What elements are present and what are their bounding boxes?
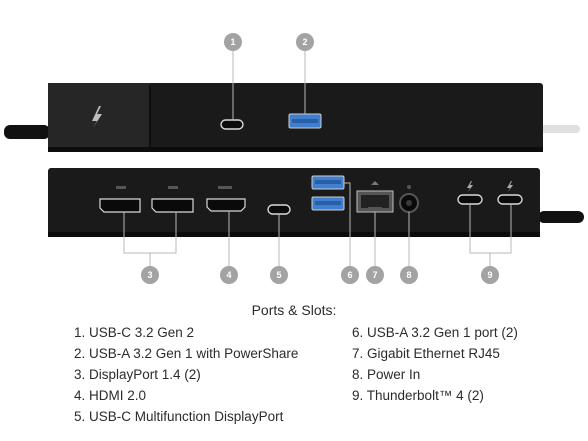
thunderbolt-icon xyxy=(92,106,102,128)
callout-1: 1 xyxy=(224,33,242,51)
cable-right-top xyxy=(540,125,580,133)
callout-4: 4 xyxy=(220,266,238,284)
dock-rear-view xyxy=(48,168,584,237)
dock-rear-body xyxy=(48,168,540,236)
legend-item: 2. USB-A 3.2 Gen 1 with PowerShare xyxy=(74,346,299,361)
legend-item: 9. Thunderbolt™ 4 (2) xyxy=(352,388,484,403)
usb-c-port-rear xyxy=(267,204,291,215)
product-illustration: 1 2 3 4 5 6 7 8 9 xyxy=(4,33,584,284)
callout-3: 3 xyxy=(141,266,159,284)
callout-2: 2 xyxy=(296,33,314,51)
legend-item: 1. USB-C 3.2 Gen 2 xyxy=(74,325,195,340)
cable-right-bottom xyxy=(538,211,584,223)
dock-front-view xyxy=(4,83,580,152)
legend-list-right: 6. USB-A 3.2 Gen 1 port (2) 7. Gigabit E… xyxy=(352,322,518,406)
legend-item: 7. Gigabit Ethernet RJ45 xyxy=(352,346,500,361)
callout-7: 7 xyxy=(366,266,384,284)
thunderbolt-port-1 xyxy=(457,194,483,205)
callout-5: 5 xyxy=(270,266,288,284)
cable-left-top xyxy=(4,125,50,139)
dock-diagram xyxy=(4,50,584,266)
hdmi-port xyxy=(206,198,246,212)
callout-6: 6 xyxy=(341,266,359,284)
legend-item: 3. DisplayPort 1.4 (2) xyxy=(74,367,201,382)
callout-9: 9 xyxy=(481,266,499,284)
legend-list-left: 1. USB-C 3.2 Gen 2 2. USB-A 3.2 Gen 1 wi… xyxy=(74,322,298,427)
legend-item: 5. USB-C Multifunction DisplayPort xyxy=(74,409,284,424)
displayport-port-1 xyxy=(99,198,141,213)
callout-8: 8 xyxy=(400,266,418,284)
legend-title: Ports & Slots: xyxy=(251,302,337,318)
usb-c-port-front xyxy=(220,119,244,130)
legend-item: 6. USB-A 3.2 Gen 1 port (2) xyxy=(352,325,518,340)
legend-item: 8. Power In xyxy=(352,367,421,382)
thunderbolt-port-2 xyxy=(497,194,523,205)
displayport-port-2 xyxy=(151,198,194,213)
callout-lines xyxy=(123,50,512,266)
legend-item: 4. HDMI 2.0 xyxy=(74,388,147,403)
